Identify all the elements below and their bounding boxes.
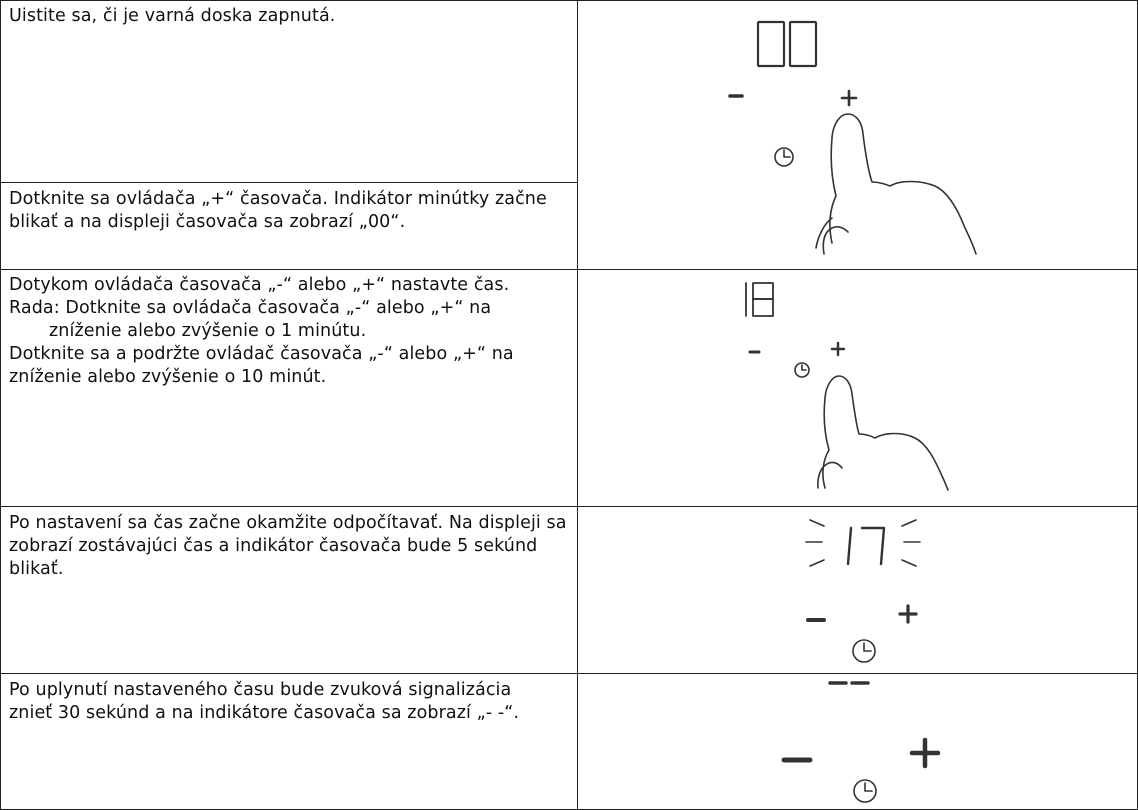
tip-line: Rada: Dotknite sa ovládača časovača „-“ … xyxy=(9,298,492,341)
finger-hand xyxy=(829,113,977,255)
plus-sign xyxy=(830,341,846,357)
timer-figure-dashes xyxy=(781,681,941,803)
finger-curl xyxy=(815,217,849,255)
display-17 xyxy=(846,526,886,566)
plus-sign xyxy=(909,737,941,769)
column-divider xyxy=(577,0,578,810)
display-00 xyxy=(756,20,818,68)
timer-figure-18 xyxy=(745,282,949,491)
row-divider xyxy=(0,269,1138,270)
row-divider xyxy=(0,673,1138,674)
clock-icon xyxy=(774,147,794,167)
plus-sign xyxy=(898,604,918,624)
instruction-text: Dotknite sa ovládača „+“ časovača. Indik… xyxy=(9,189,547,232)
timer-figure-17 xyxy=(805,519,921,663)
finger-curl xyxy=(817,461,843,489)
row-1-text-bottom: Dotknite sa ovládača „+“ časovača. Indik… xyxy=(9,188,549,234)
table-border-left xyxy=(0,0,1,810)
blink-rays xyxy=(805,519,921,567)
clock-icon xyxy=(852,639,876,663)
row-divider-inner xyxy=(0,182,578,183)
instruction-text: Uistite sa, či je varná doska zapnutá. xyxy=(9,6,336,26)
instruction-line: Dotykom ovládača časovača „-“ alebo „+“ … xyxy=(9,275,510,295)
clock-icon xyxy=(794,362,810,378)
row-1-text-top: Uistite sa, či je varná doska zapnutá. xyxy=(9,5,569,28)
plus-sign xyxy=(840,89,858,107)
instruction-text: Po uplynutí nastaveného času bude zvukov… xyxy=(9,680,520,723)
instruction-text: Po nastavení sa čas začne okamžite odpoč… xyxy=(9,513,567,579)
display-18 xyxy=(745,282,774,317)
table-border-top xyxy=(0,0,1138,1)
timer-figure-00 xyxy=(728,20,977,255)
finger-hand xyxy=(822,375,949,491)
clock-icon xyxy=(853,779,877,803)
row-3-text: Po nastavení sa čas začne okamžite odpoč… xyxy=(9,512,574,581)
row-2-text: Dotykom ovládača časovača „-“ alebo „+“ … xyxy=(9,274,564,389)
row-divider xyxy=(0,506,1138,507)
row-4-text: Po uplynutí nastaveného času bude zvukov… xyxy=(9,679,549,725)
instruction-line: Dotknite sa a podržte ovládač časovača „… xyxy=(9,344,514,387)
